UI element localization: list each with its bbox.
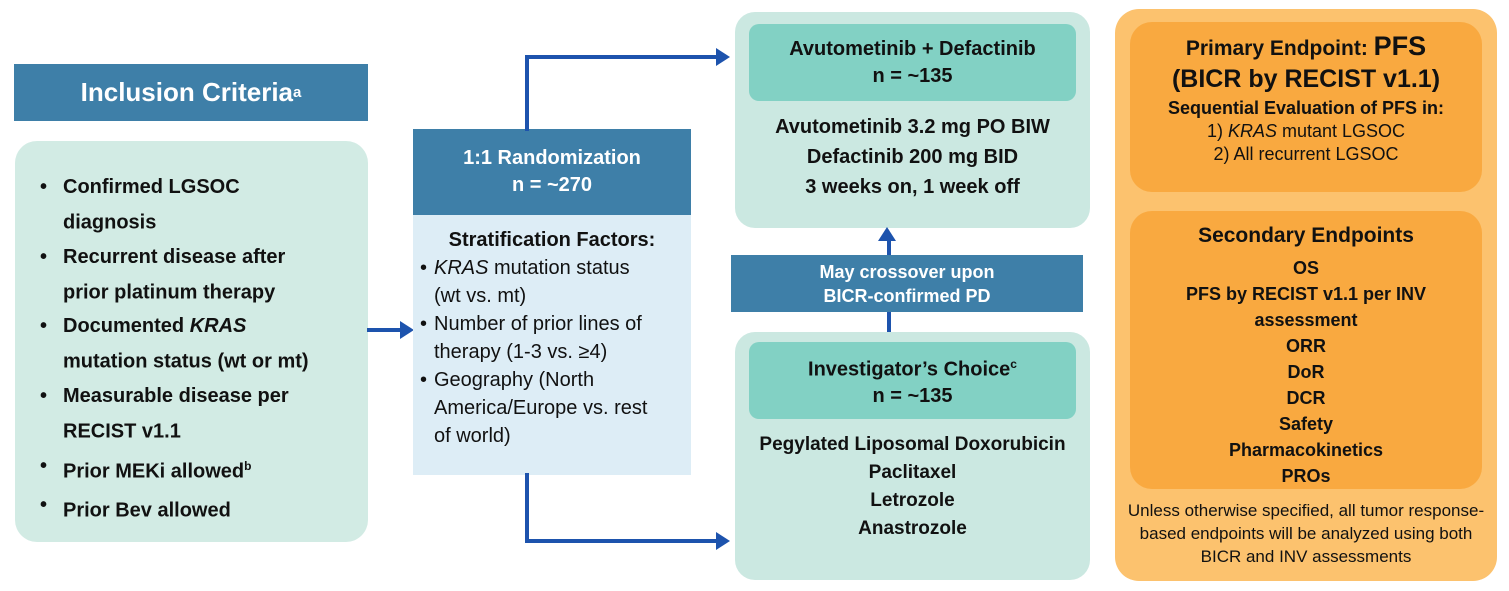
inclusion-item-text: Documented KRAS mutation status (wt or m… bbox=[63, 315, 309, 373]
inclusion-criteria-title: Inclusion Criteria bbox=[80, 77, 294, 107]
arrow-randomization-to-investigator-horizontal bbox=[525, 539, 717, 543]
secondary-endpoint-item: PFS by RECIST v1.1 per INV assessment bbox=[1185, 284, 1427, 330]
arrow-crossover-to-avutometinib bbox=[887, 240, 891, 255]
option-line: Pegylated Liposomal Doxorubicin bbox=[759, 434, 1066, 455]
inclusion-item-text: Recurrent disease after prior platinum t… bbox=[63, 245, 286, 304]
inclusion-item: Measurable disease per RECIST v1.1 bbox=[40, 381, 368, 447]
secondary-endpoints-box: Secondary Endpoints OS PFS by RECIST v1.… bbox=[1130, 211, 1482, 489]
inclusion-item: Recurrent disease after prior platinum t… bbox=[40, 242, 368, 308]
option-line: Paclitaxel bbox=[868, 462, 957, 483]
option-line: Letrozole bbox=[870, 490, 955, 511]
stratification-item-text: KRAS mutation status (wt vs. mt) bbox=[434, 257, 630, 307]
inclusion-item: Confirmed LGSOC diagnosis bbox=[40, 172, 368, 238]
stratification-list: KRAS mutation status (wt vs. mt) Number … bbox=[420, 254, 691, 450]
secondary-endpoints-title: Secondary Endpoints bbox=[1198, 224, 1414, 247]
inclusion-item-text: Measurable disease per RECIST v1.1 bbox=[63, 384, 289, 443]
inclusion-item-text: Prior MEKi allowedb bbox=[63, 458, 252, 483]
arrowhead-up-icon bbox=[878, 227, 896, 241]
inclusion-item: Prior MEKi allowedb bbox=[40, 451, 368, 487]
option-line: Anastrozole bbox=[858, 518, 967, 539]
regimen-line: Defactinib 200 mg BID bbox=[806, 146, 1019, 168]
secondary-endpoint-item: ORR bbox=[1286, 336, 1326, 356]
stratification-item-text: Geography (North America/Europe vs. rest… bbox=[434, 369, 648, 447]
stratification-item-text: Number of prior lines of therapy (1-3 vs… bbox=[434, 313, 642, 363]
randomization-header: 1:1 Randomization n = ~270 bbox=[413, 129, 691, 215]
endpoints-footnote: Unless otherwise specified, all tumor re… bbox=[1127, 501, 1485, 566]
endpoints-panel: Primary Endpoint: PFS (BICR by RECIST v1… bbox=[1115, 9, 1497, 581]
arrowhead-right-icon bbox=[400, 321, 414, 339]
stratification-title: Stratification Factors: bbox=[448, 229, 656, 251]
avutometinib-defactinib-arm-title: Avutometinib + Defactinib n = ~135 bbox=[749, 24, 1076, 101]
arrowhead-right-icon bbox=[716, 48, 730, 66]
primary-endpoint-title: Primary Endpoint: PFS bbox=[1185, 31, 1427, 61]
inclusion-item-text: Confirmed LGSOC diagnosis bbox=[63, 176, 240, 234]
stratification-item: KRAS mutation status (wt vs. mt) bbox=[420, 254, 691, 310]
primary-endpoint-value: PFS bbox=[1373, 31, 1427, 61]
arrow-inclusion-to-randomization bbox=[367, 328, 401, 332]
arrowhead-right-icon bbox=[716, 532, 730, 550]
arm-n: n = ~135 bbox=[872, 385, 953, 408]
inclusion-criteria-list: Confirmed LGSOC diagnosis Recurrent dise… bbox=[40, 172, 368, 526]
inclusion-criteria-box: Confirmed LGSOC diagnosis Recurrent dise… bbox=[15, 141, 368, 542]
stratification-item: Geography (North America/Europe vs. rest… bbox=[420, 366, 691, 450]
secondary-endpoint-item: Pharmacokinetics bbox=[1228, 440, 1384, 460]
investigator-choice-options: Pegylated Liposomal Doxorubicin Paclitax… bbox=[735, 431, 1090, 543]
sequential-item: 1) KRAS mutant LGSOC bbox=[1206, 121, 1406, 141]
investigator-choice-arm-box: Investigator’s Choicec n = ~135 Pegylate… bbox=[735, 332, 1090, 580]
secondary-endpoint-item: Safety bbox=[1278, 414, 1334, 434]
investigator-choice-arm-title: Investigator’s Choicec n = ~135 bbox=[749, 342, 1076, 419]
randomization-n: n = ~270 bbox=[511, 174, 593, 196]
arrow-investigator-to-crossover bbox=[887, 312, 891, 332]
arrow-randomization-to-avutometinib-horizontal bbox=[525, 55, 717, 59]
crossover-box: May crossover upon BICR-confirmed PD bbox=[731, 255, 1083, 312]
secondary-endpoint-item: DCR bbox=[1286, 388, 1326, 408]
inclusion-item: Documented KRAS mutation status (wt or m… bbox=[40, 311, 368, 377]
secondary-endpoint-item: PROs bbox=[1281, 466, 1331, 486]
randomization-title: 1:1 Randomization bbox=[463, 147, 641, 169]
arm-title-footnote-marker: c bbox=[1010, 356, 1017, 371]
arrow-randomization-to-avutometinib-vertical bbox=[525, 57, 529, 131]
arm-title-text: Investigator’s Choicec bbox=[808, 356, 1017, 381]
avutometinib-defactinib-arm-box: Avutometinib + Defactinib n = ~135 Avuto… bbox=[735, 12, 1090, 228]
arm-title-text: Avutometinib + Defactinib bbox=[789, 37, 1036, 60]
avutometinib-defactinib-regimen: Avutometinib 3.2 mg PO BIW Defactinib 20… bbox=[735, 112, 1090, 202]
stratification-item: Number of prior lines of therapy (1-3 vs… bbox=[420, 310, 691, 366]
inclusion-item-text: Prior Bev allowed bbox=[63, 499, 231, 522]
arm-n: n = ~135 bbox=[872, 64, 953, 87]
regimen-line: 3 weeks on, 1 week off bbox=[805, 176, 1020, 198]
arrow-randomization-to-investigator-vertical bbox=[525, 473, 529, 541]
secondary-endpoint-item: DoR bbox=[1287, 362, 1325, 382]
secondary-endpoint-item: OS bbox=[1292, 258, 1319, 278]
primary-endpoint-subtitle: (BICR by RECIST v1.1) bbox=[1171, 65, 1441, 93]
sequential-item: 2) All recurrent LGSOC bbox=[1213, 144, 1399, 164]
regimen-line: Avutometinib 3.2 mg PO BIW bbox=[775, 116, 1050, 138]
inclusion-item: Prior Bev allowed bbox=[40, 490, 368, 526]
sequential-evaluation-title: Sequential Evaluation of PFS in: bbox=[1167, 98, 1445, 118]
stratification-box: Stratification Factors: KRAS mutation st… bbox=[413, 215, 691, 475]
crossover-label: May crossover upon BICR-confirmed PD bbox=[819, 261, 995, 306]
primary-endpoint-box: Primary Endpoint: PFS (BICR by RECIST v1… bbox=[1130, 22, 1482, 192]
